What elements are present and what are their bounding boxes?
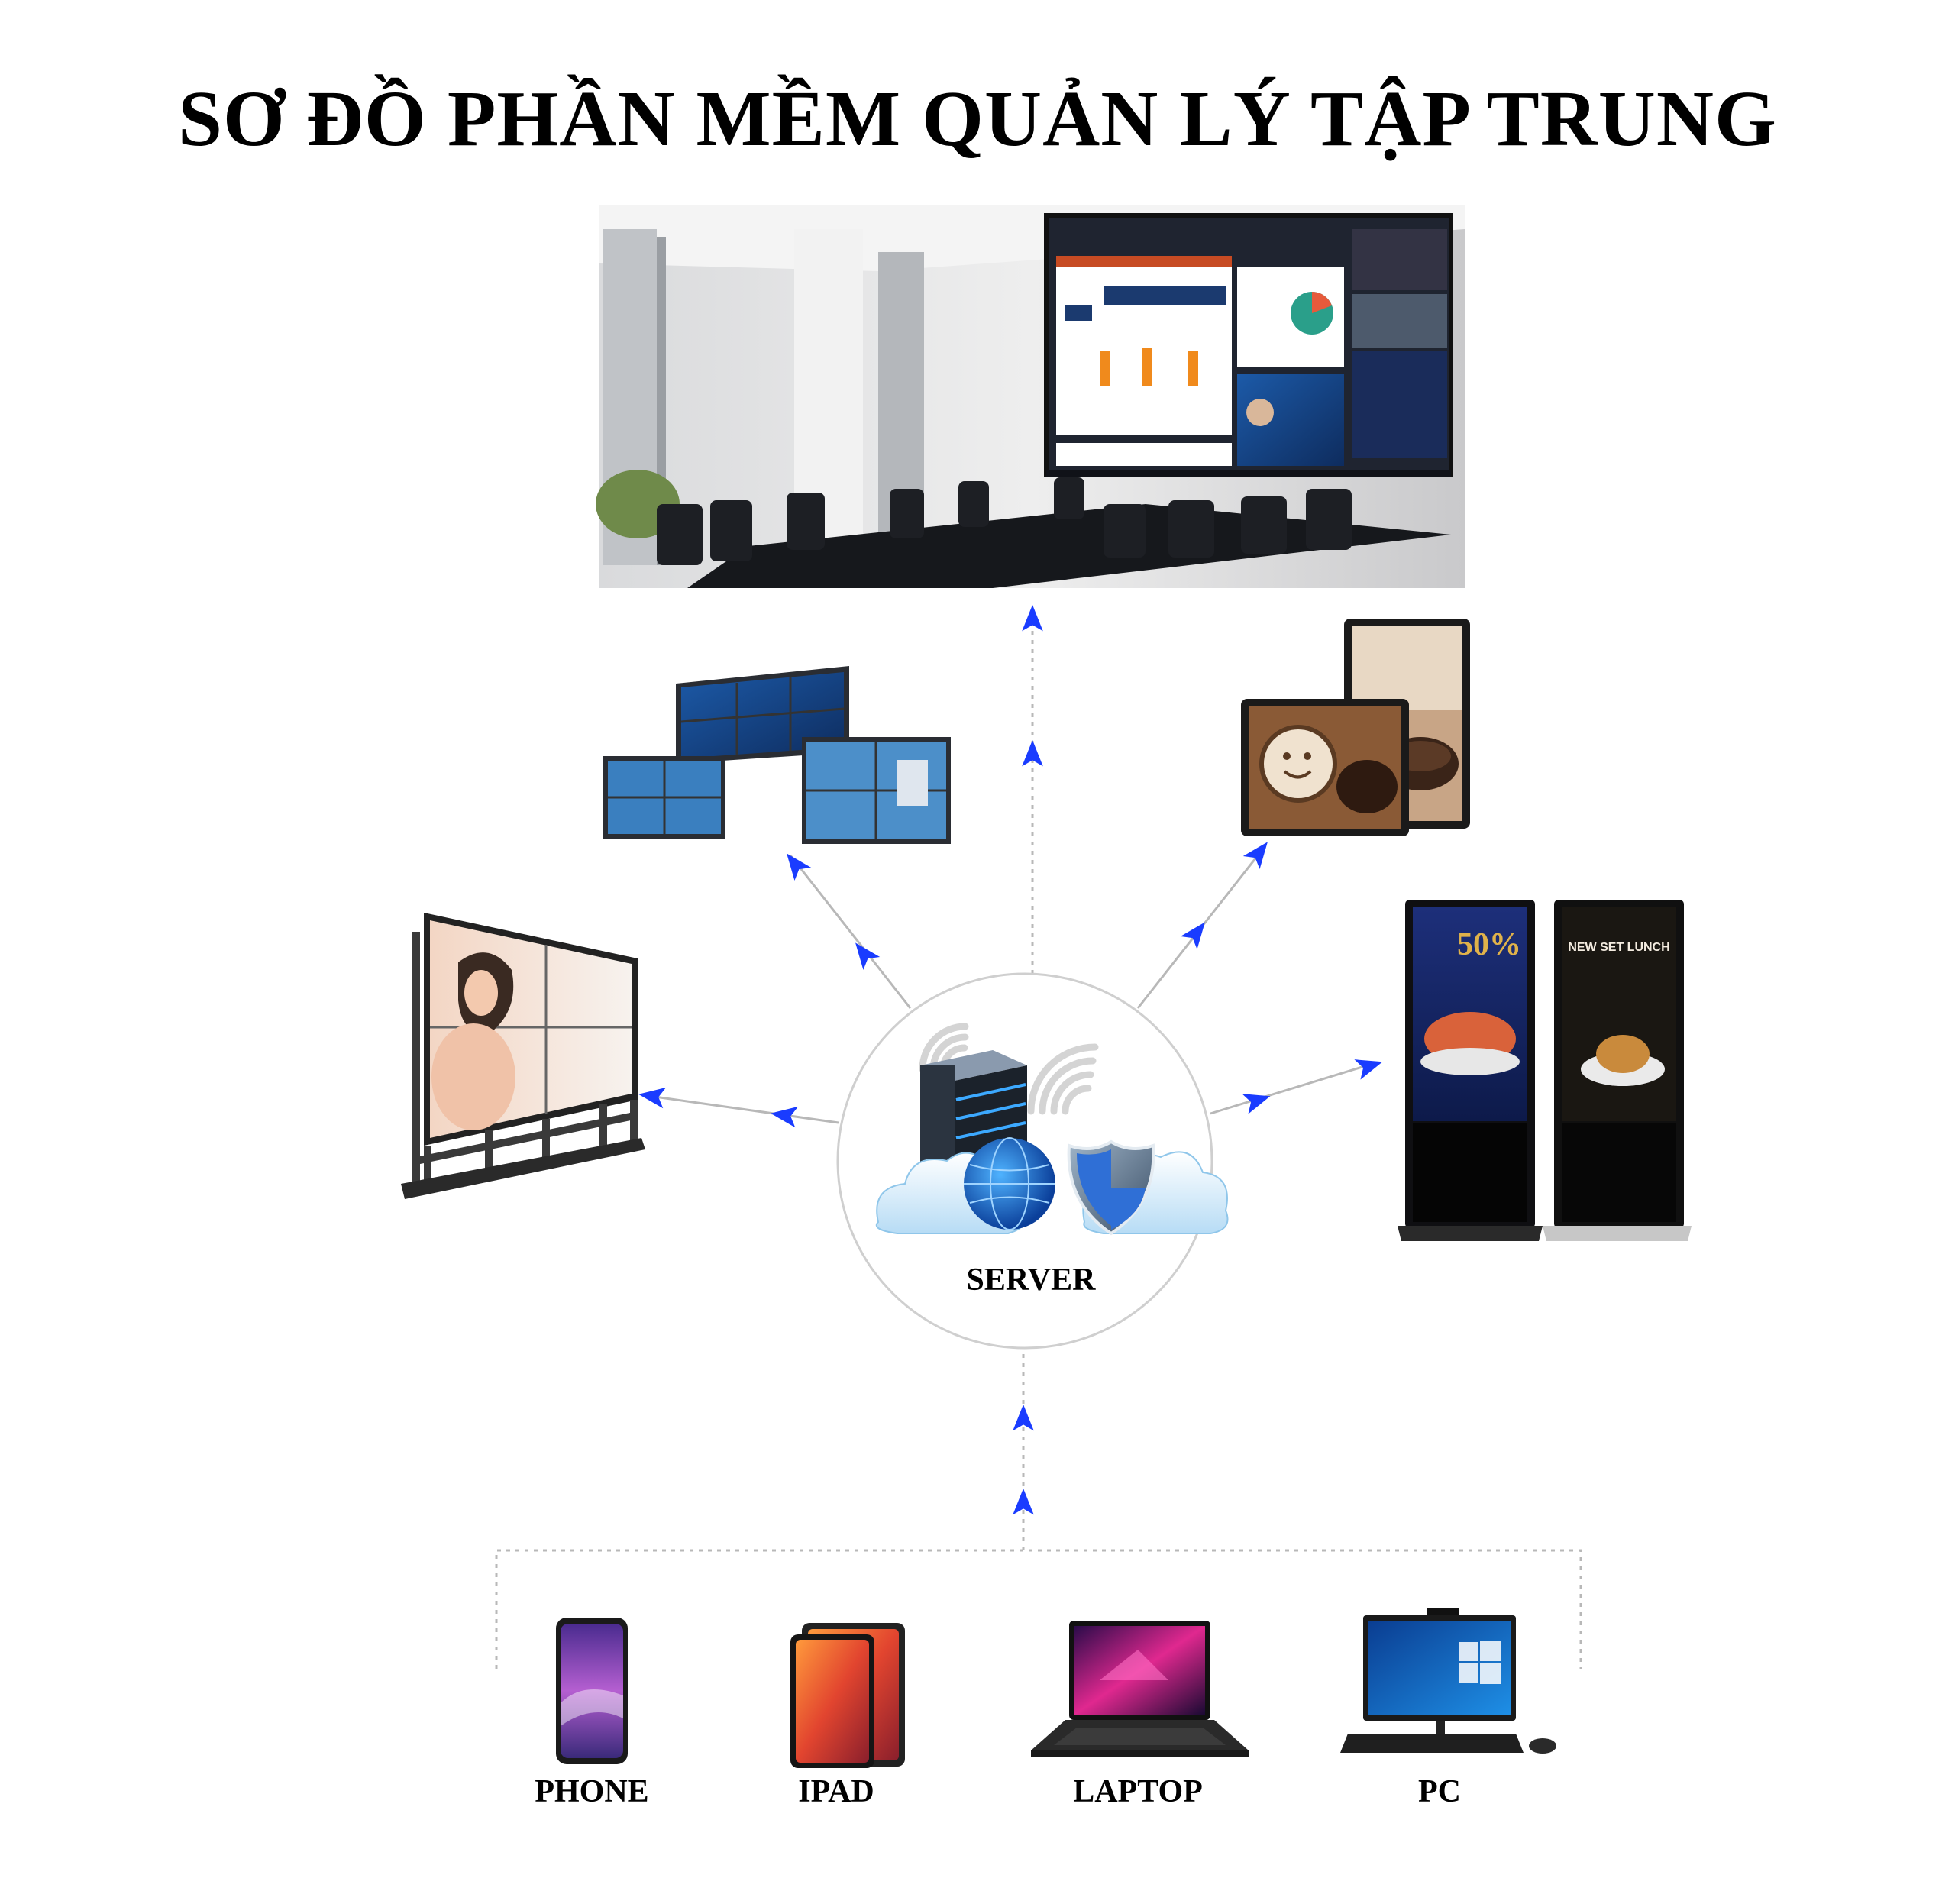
coffee-cup: [1259, 725, 1337, 803]
phone-device: [556, 1618, 628, 1764]
shield-icon: [1067, 1139, 1155, 1236]
bracket-devices: [495, 1549, 1582, 1669]
kiosk-right-headline: NEW SET LUNCH: [1568, 941, 1669, 954]
arrow-kiosk-2: [1242, 1094, 1271, 1114]
pc-label: PC: [1418, 1774, 1461, 1809]
ipad-label: IPAD: [798, 1774, 874, 1809]
arrow-control-room-2: [855, 942, 881, 970]
arrow-videowall-1: [638, 1087, 667, 1109]
control-room-video-walls: [603, 666, 951, 844]
kiosk-left-headline: 50%: [1457, 927, 1521, 962]
arrow-devices-1: [1013, 1404, 1034, 1431]
laptop-device: [1031, 1621, 1249, 1757]
server-node: [836, 972, 1229, 1350]
floor-standing-kiosks: 50% NEW SET LUNCH: [1398, 900, 1692, 1241]
arrow-markers: [638, 604, 1383, 1515]
server-label: SERVER: [966, 1262, 1096, 1298]
arrow-lcd-2: [1180, 922, 1205, 949]
wall-mounted-lcd-signage: [1241, 619, 1470, 836]
connector-server-to-control-room: [789, 855, 912, 1009]
conference-room-video-wall: [596, 205, 1465, 588]
laptop-label: LAPTOP: [1073, 1774, 1203, 1809]
standalone-video-wall: [401, 913, 645, 1199]
phone-label: PHONE: [535, 1774, 649, 1809]
connector-server-to-kiosk: [1210, 1062, 1375, 1115]
connector-lines: [495, 611, 1582, 1669]
videowall-stand: [412, 932, 639, 1191]
arrow-control-room-1: [787, 853, 812, 881]
connector-server-to-videowall: [648, 1094, 839, 1124]
arrow-kiosk-1: [1354, 1059, 1383, 1080]
arrow-conference-1: [1022, 604, 1043, 632]
conference-chairs: [657, 477, 1352, 565]
arrow-videowall-2: [771, 1106, 799, 1128]
globe-icon: [964, 1137, 1055, 1230]
arrow-conference-2: [1022, 739, 1043, 767]
arrow-lcd-1: [1242, 842, 1268, 869]
page-title: SƠ ĐỒ PHẦN MỀM QUẢN LÝ TẬP TRUNG: [178, 75, 1777, 163]
pc-device: [1340, 1608, 1556, 1754]
arrow-devices-2: [1013, 1488, 1034, 1515]
ipad-device: [790, 1623, 905, 1768]
